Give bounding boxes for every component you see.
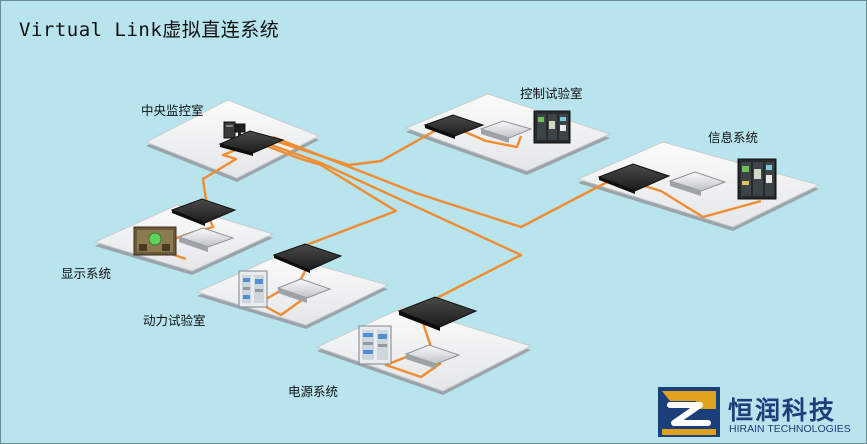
display-screen-icon xyxy=(133,226,177,256)
rack-unit-power-lab xyxy=(276,278,332,303)
brand-logo: 恒润科技 HIRAIN TECHNOLOGIES xyxy=(656,385,856,441)
link-to-power-lab xyxy=(255,140,398,249)
rack-unit-info-system xyxy=(668,171,727,196)
node-label-power-supply: 电源系统 xyxy=(288,384,339,399)
rack-unit-display-system xyxy=(177,227,235,252)
diagram-title: Virtual Link虚拟直连系统 xyxy=(19,19,280,41)
node-label-info-system: 信息系统 xyxy=(708,130,759,145)
link-to-info-system xyxy=(272,135,614,229)
link-to-display xyxy=(201,142,252,208)
switch-display-system xyxy=(170,198,237,226)
node-label-control-lab: 控制试验室 xyxy=(520,86,583,101)
cabinet-icon xyxy=(737,158,777,200)
equipment-rack-icon xyxy=(358,325,392,365)
switch-power-supply xyxy=(397,296,478,331)
equipment-rack-icon xyxy=(238,270,268,308)
link-to-power-supply xyxy=(262,140,523,303)
logo-mark-icon xyxy=(658,387,720,437)
node-label-display-system: 显示系统 xyxy=(61,266,112,281)
workstation-icon xyxy=(223,121,246,139)
cabinet-icon xyxy=(533,110,571,144)
rack-unit-control-lab xyxy=(479,120,533,143)
switch-control-lab xyxy=(423,114,485,139)
switch-power-lab xyxy=(272,243,343,273)
brand-name-en: HIRAIN TECHNOLOGIES xyxy=(729,423,851,435)
brand-name-cn: 恒润科技 xyxy=(728,396,837,425)
switch-info-system xyxy=(597,163,671,194)
rack-unit-power-supply xyxy=(404,344,461,369)
node-label-power-lab: 动力试验室 xyxy=(143,313,206,328)
node-label-central-monitoring: 中央监控室 xyxy=(141,103,204,118)
